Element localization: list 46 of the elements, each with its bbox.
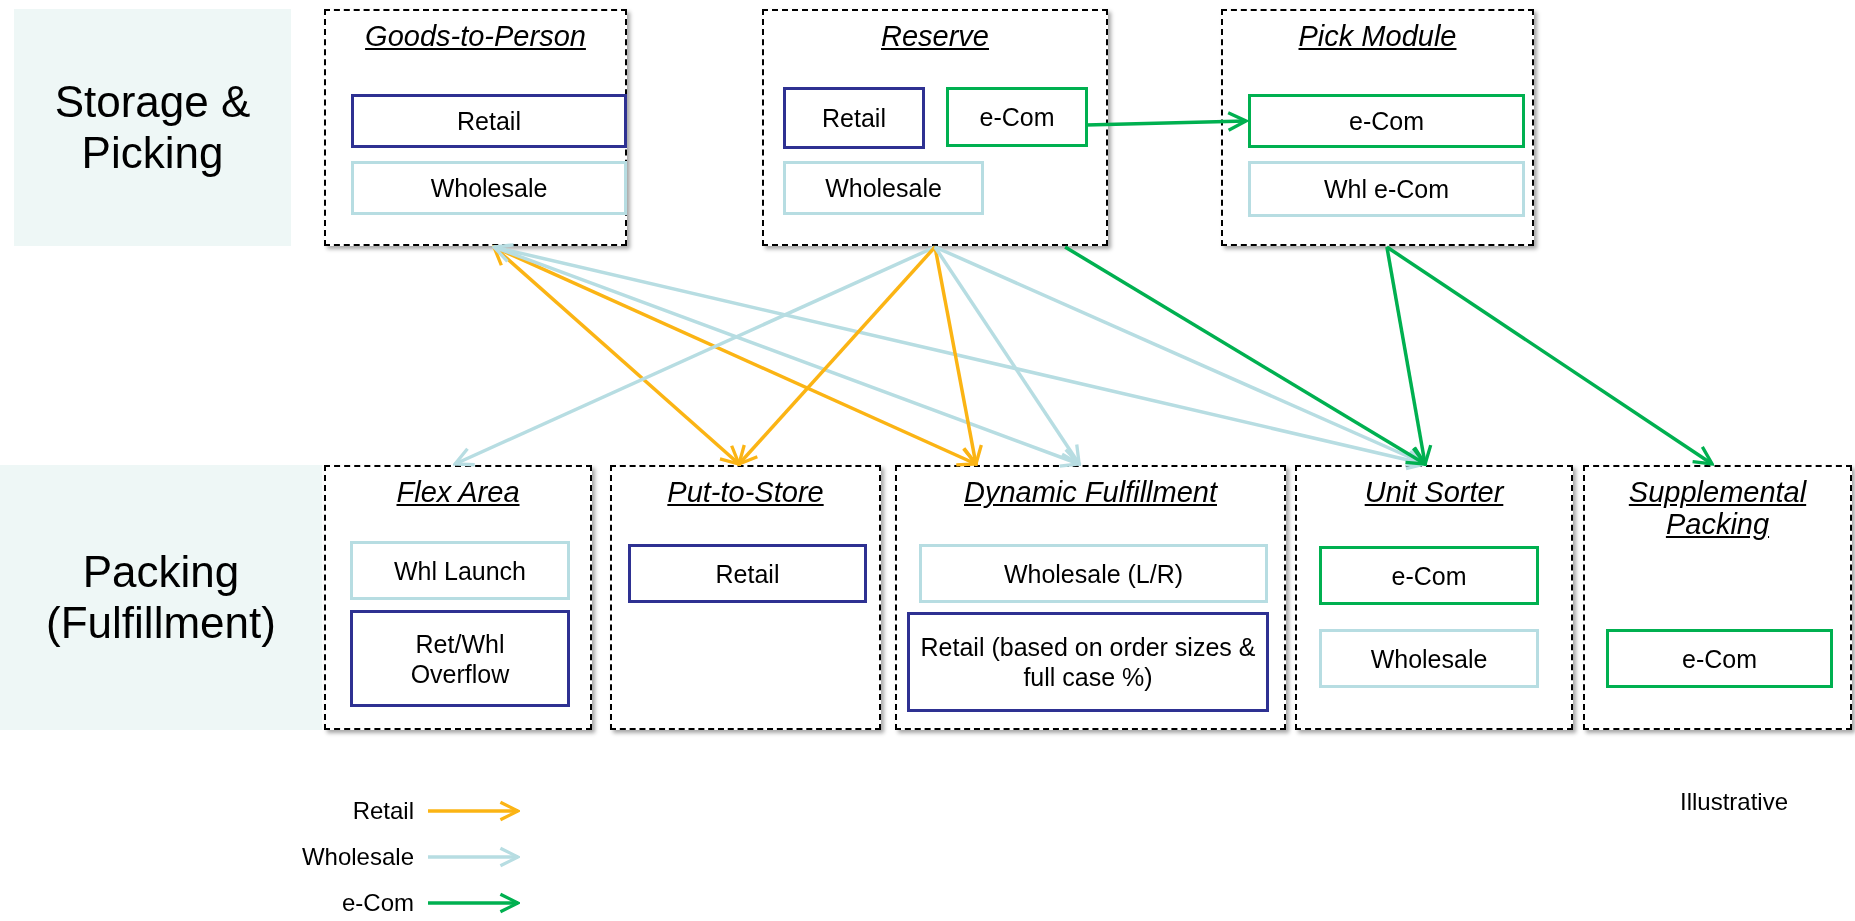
flow-box: e-Com [1319, 546, 1539, 605]
arrow [1385, 245, 1714, 466]
area-title: Supplemental Packing [1627, 477, 1808, 541]
arrow [933, 246, 1081, 466]
flow-box: Ret/Whl Overflow [350, 610, 570, 707]
area-title: Pick Module [1298, 21, 1457, 53]
area-box [895, 465, 1286, 730]
legend-label: Wholesale [300, 842, 414, 872]
arrow [492, 243, 1081, 468]
area-box [610, 465, 881, 730]
flow-box: Retail [783, 87, 925, 149]
arrow [1064, 245, 1427, 466]
flow-box: e-Com [1248, 94, 1525, 148]
legend-label: e-Com [341, 888, 414, 918]
area-box [1295, 465, 1573, 730]
legend-label: Retail [351, 796, 414, 826]
flow-box: Retail [628, 544, 867, 603]
arrow [933, 246, 983, 466]
area-box [324, 9, 627, 246]
area-box [1583, 465, 1852, 730]
flow-box: Retail (based on order sizes & full case %) [907, 612, 1269, 712]
area-box [1221, 9, 1534, 246]
arrow [1385, 246, 1433, 466]
flow-box: Wholesale (L/R) [919, 544, 1268, 603]
area-box [762, 9, 1108, 246]
note-text: Illustrative [1680, 787, 1789, 817]
area-title: Put-to-Store [667, 477, 824, 509]
row-heading: Packing (Fulfillment) [45, 546, 277, 649]
arrow [453, 245, 936, 467]
row-heading: Storage & Picking [53, 76, 252, 179]
area-title: Flex Area [396, 477, 520, 509]
flow-box: e-Com [946, 87, 1088, 147]
flow-box: Whl e-Com [1248, 161, 1525, 217]
area-title: Goods-to-Person [365, 21, 586, 53]
flow-box: Whl Launch [350, 541, 570, 600]
area-title: Unit Sorter [1364, 477, 1504, 509]
flow-box: Retail [351, 94, 627, 148]
arrow [1085, 111, 1248, 132]
area-title: Dynamic Fulfillment [964, 477, 1217, 509]
flow-box: Wholesale [783, 161, 984, 215]
area-box [324, 465, 592, 730]
flow-box: Wholesale [1319, 629, 1539, 688]
area-title: Reserve [881, 21, 989, 53]
flow-box: Wholesale [351, 161, 627, 215]
arrow [737, 245, 937, 466]
flow-box: e-Com [1606, 629, 1833, 688]
